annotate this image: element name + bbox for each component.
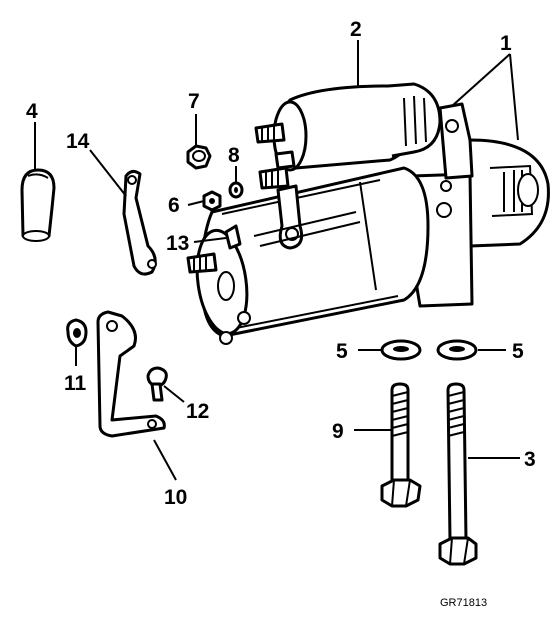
callout-7: 7: [188, 90, 200, 113]
part-11-nut: [66, 318, 88, 348]
callout-3: 3: [524, 448, 536, 471]
callout-5-left: 5: [336, 340, 348, 363]
callout-4: 4: [26, 100, 38, 123]
part-12-bolt: [146, 366, 168, 402]
part-14-strap: [122, 169, 157, 276]
callout-8: 8: [228, 144, 240, 167]
callout-9: 9: [332, 420, 344, 443]
callout-14: 14: [66, 130, 90, 153]
part-1-starter-motor: [186, 82, 550, 345]
part-4-terminal-boot: [20, 168, 56, 242]
leader-lines: [34, 40, 520, 481]
callout-5-right: 5: [512, 340, 524, 363]
callout-1: 1: [500, 32, 512, 55]
part-10-bracket: [96, 310, 166, 438]
callout-2: 2: [350, 18, 362, 41]
callout-6: 6: [168, 194, 180, 217]
part-7-nut: [186, 144, 212, 170]
part-3-bolt: [438, 382, 478, 566]
callout-11: 11: [64, 372, 87, 395]
callout-labels: 1 2 3 4 5 5 6 7 8 9 10 11 12 13 14: [26, 18, 536, 509]
callout-12: 12: [186, 400, 209, 423]
part-5-washer-left: [380, 339, 422, 361]
callout-13: 13: [166, 232, 189, 255]
callout-10: 10: [164, 486, 187, 509]
figure-code: GR71813: [440, 597, 487, 609]
part-9-bolt: [380, 382, 422, 508]
part-6-nut: [202, 190, 222, 212]
part-8-nut: [228, 181, 244, 199]
part-5-washer-right: [436, 339, 478, 361]
